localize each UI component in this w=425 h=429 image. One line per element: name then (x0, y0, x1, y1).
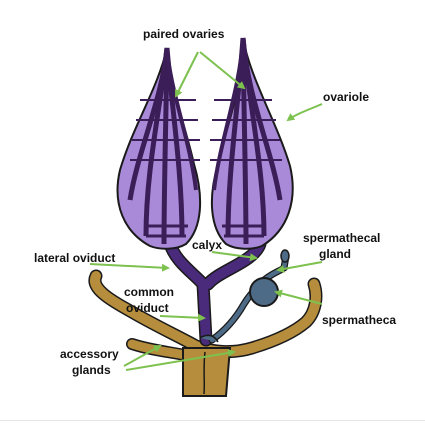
label-common-oviduct-line2: oviduct (126, 301, 169, 315)
label-paired-ovaries: paired ovaries (143, 27, 225, 41)
arrow-common-oviduct (159, 313, 206, 322)
arrow-paired-ovaries-left (175, 51, 199, 98)
left-ovary (116, 47, 202, 250)
arrow-lateral-oviduct (89, 263, 170, 272)
label-common-oviduct-line1: common (124, 285, 174, 299)
bottom-divider (0, 420, 425, 421)
arrow-paired-ovaries-right (199, 51, 246, 90)
arrow-accessory-glands-left (123, 345, 162, 367)
label-accessory-glands-line1: accessory (60, 347, 119, 361)
arrow-spermatheca (274, 289, 323, 305)
arrow-accessory-glands-right (125, 349, 236, 371)
oviducts (163, 237, 267, 347)
label-spermathecal-gland-line2: gland (319, 247, 351, 261)
label-calyx: calyx (192, 238, 222, 252)
right-ovary (210, 37, 294, 250)
label-lateral-oviduct: lateral oviduct (34, 251, 115, 265)
label-spermatheca: spermatheca (322, 313, 396, 327)
pointer-arrows (89, 51, 323, 371)
accessory-glands (88, 269, 323, 397)
arrow-calyx (211, 251, 258, 262)
label-accessory-glands-line2: glands (72, 363, 111, 377)
label-ovariole: ovariole (323, 90, 369, 104)
labels: paired ovaries ovariole calyx spermathec… (34, 27, 396, 377)
label-spermathecal-gland-line1: spermathecal (303, 231, 380, 245)
arrow-spermathecal-gland (276, 261, 323, 273)
arrow-ovariole (286, 103, 323, 122)
